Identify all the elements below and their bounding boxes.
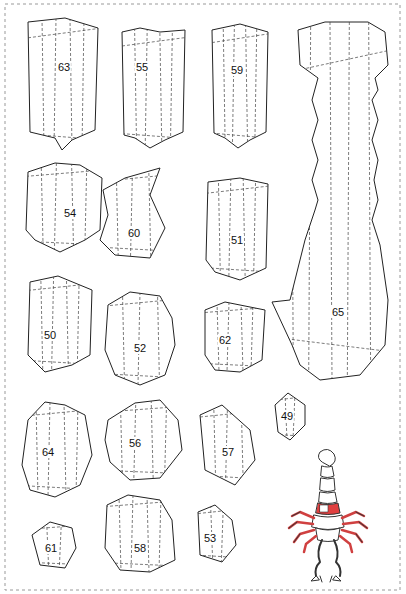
papercraft-part: 60 xyxy=(100,168,165,258)
cut-line xyxy=(198,505,236,562)
fold-lines xyxy=(26,163,102,252)
part-number: 62 xyxy=(218,334,232,346)
cut-line xyxy=(272,22,388,380)
fold-lines xyxy=(32,522,76,568)
part-number: 59 xyxy=(230,64,244,76)
cut-line xyxy=(105,292,175,385)
papercraft-part: 50 xyxy=(28,276,92,372)
cut-line xyxy=(28,276,92,372)
cut-line xyxy=(212,24,268,148)
part-outline xyxy=(28,18,98,150)
part-outline xyxy=(200,405,255,485)
papercraft-part: 54 xyxy=(26,163,102,252)
cut-line xyxy=(205,302,265,372)
part-number: 52 xyxy=(133,342,147,354)
fold-lines xyxy=(105,495,175,572)
part-number: 54 xyxy=(63,207,77,219)
cut-line xyxy=(28,18,98,150)
papercraft-part: 65 xyxy=(272,22,388,380)
fold-lines xyxy=(200,405,255,485)
fold-lines xyxy=(198,505,236,562)
fold-lines xyxy=(272,22,388,380)
fold-lines xyxy=(28,276,92,372)
part-number: 49 xyxy=(280,410,294,422)
papercraft-part: 63 xyxy=(28,18,98,150)
cut-line xyxy=(200,405,255,485)
part-number: 60 xyxy=(127,227,141,239)
cut-line xyxy=(105,495,175,572)
papercraft-part: 62 xyxy=(205,302,265,372)
part-number: 58 xyxy=(133,542,147,554)
part-outline xyxy=(206,178,268,280)
fold-lines xyxy=(105,400,182,480)
cut-line xyxy=(100,168,165,258)
cut-border xyxy=(5,4,400,590)
fold-lines xyxy=(28,18,98,150)
part-outline xyxy=(105,495,175,572)
cut-line xyxy=(206,178,268,280)
fold-lines xyxy=(205,302,265,372)
part-outline xyxy=(22,402,92,497)
papercraft-part: 61 xyxy=(32,522,76,568)
scorpion-illustration xyxy=(289,449,367,582)
part-number: 51 xyxy=(230,234,244,246)
part-outline xyxy=(205,302,265,372)
fold-lines xyxy=(206,178,268,280)
part-number: 63 xyxy=(57,61,71,73)
papercraft-part: 49 xyxy=(275,393,305,440)
part-number: 65 xyxy=(331,306,345,318)
part-number: 61 xyxy=(44,542,58,554)
cut-line xyxy=(22,402,92,497)
papercraft-part: 57 xyxy=(200,405,255,485)
fold-lines xyxy=(275,393,305,440)
part-outline xyxy=(105,292,175,385)
cut-line xyxy=(105,400,182,480)
papercraft-part: 64 xyxy=(22,402,92,497)
part-outline xyxy=(212,24,268,148)
part-outline xyxy=(100,168,165,258)
part-outline xyxy=(28,276,92,372)
part-number: 57 xyxy=(221,446,235,458)
papercraft-part: 51 xyxy=(206,178,268,280)
cut-line xyxy=(26,163,102,252)
part-outline xyxy=(105,400,182,480)
papercraft-part: 58 xyxy=(105,495,175,572)
papercraft-part: 53 xyxy=(198,505,236,562)
part-number: 50 xyxy=(43,329,57,341)
part-number: 64 xyxy=(41,446,55,458)
papercraft-part: 52 xyxy=(105,292,175,385)
fold-lines xyxy=(212,24,268,148)
papercraft-part: 56 xyxy=(105,400,182,480)
cut-line xyxy=(122,28,185,148)
fold-lines xyxy=(105,292,175,385)
part-number: 55 xyxy=(135,61,149,73)
fold-lines xyxy=(22,402,92,497)
part-number: 53 xyxy=(203,532,217,544)
part-outline xyxy=(122,28,185,148)
papercraft-part: 59 xyxy=(212,24,268,148)
part-outline xyxy=(272,22,388,380)
fold-lines xyxy=(100,168,165,258)
fold-lines xyxy=(122,28,185,148)
papercraft-part: 55 xyxy=(122,28,185,148)
cut-line xyxy=(275,393,305,440)
cut-line xyxy=(32,522,76,568)
part-number: 56 xyxy=(128,437,142,449)
